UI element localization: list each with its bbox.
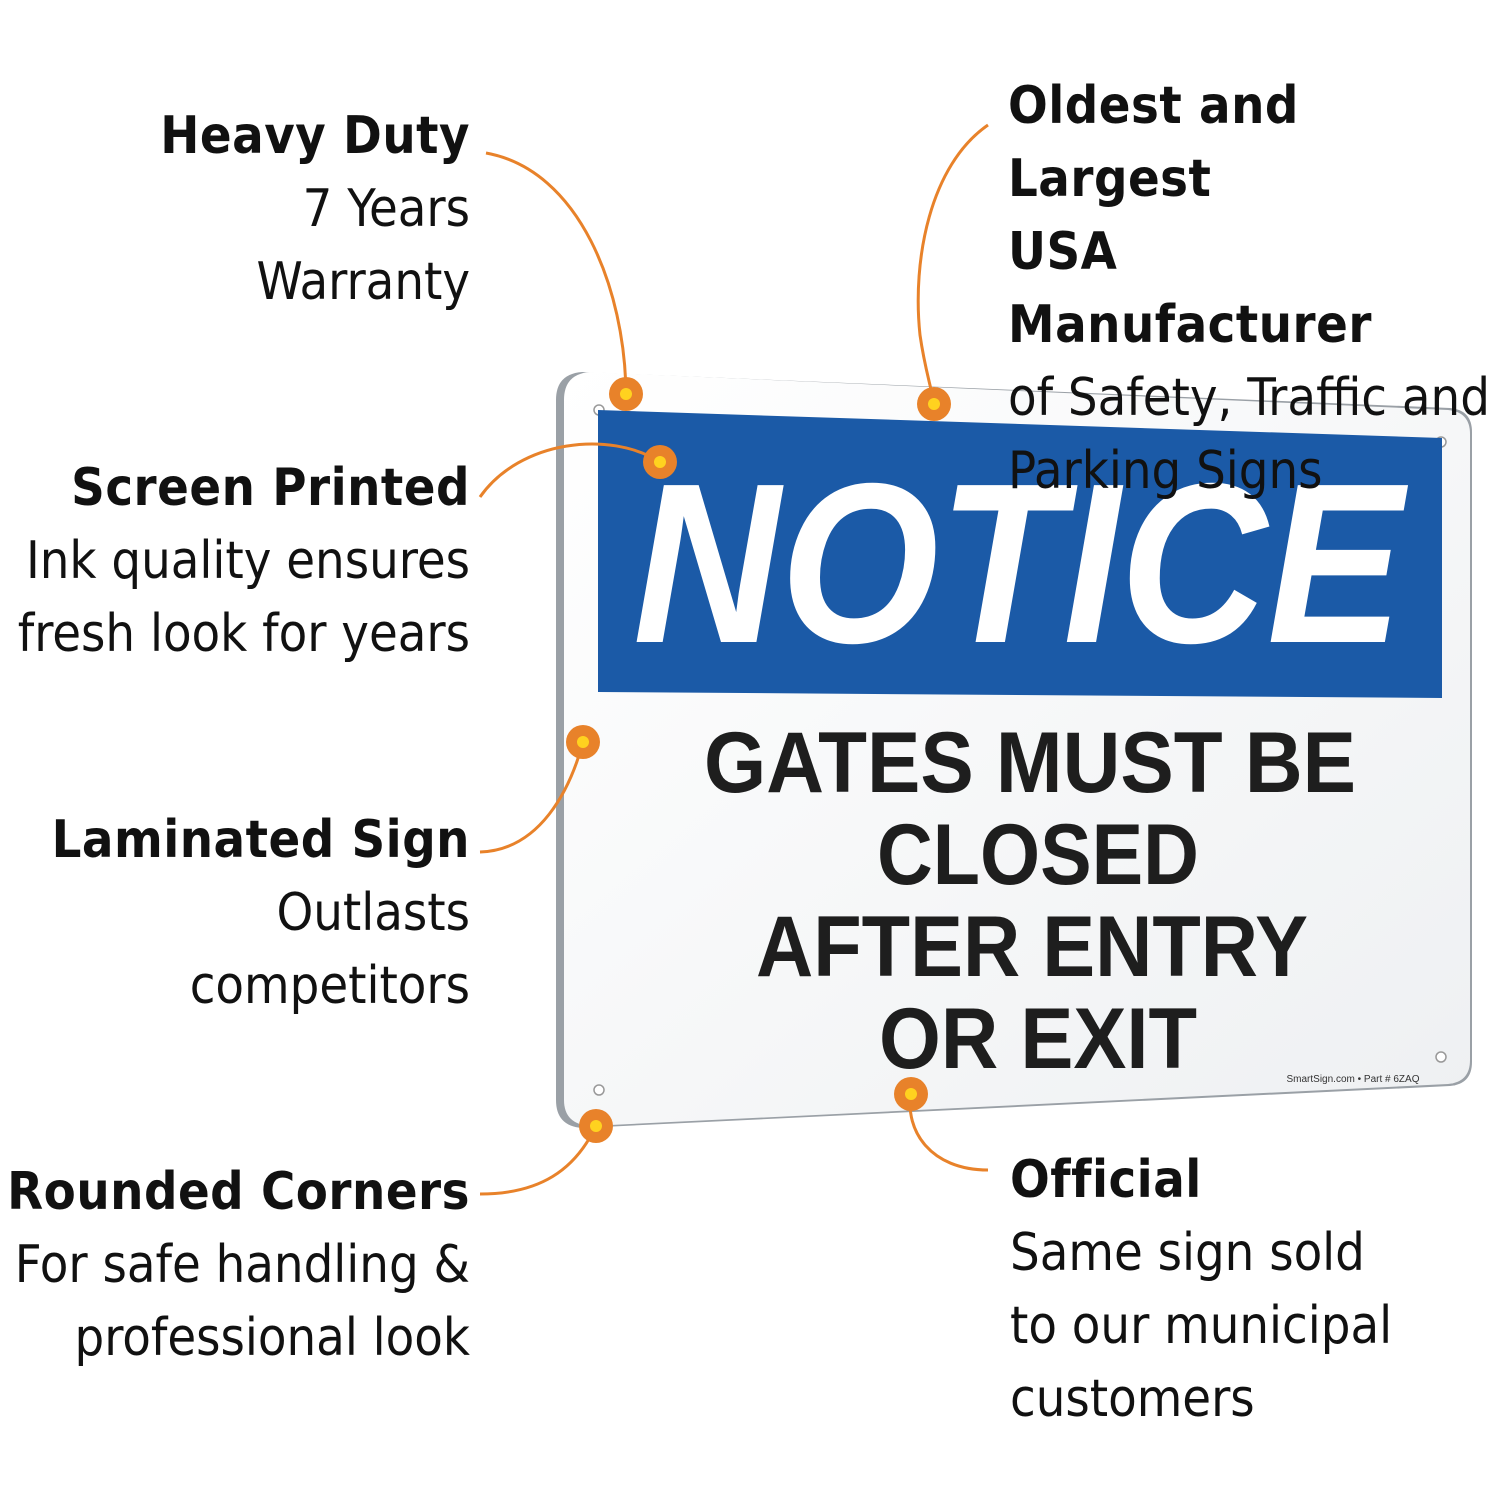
callout-line: competitors <box>189 956 470 1016</box>
connector-oldest <box>916 123 989 405</box>
callout-line: to our municipal <box>1010 1296 1393 1356</box>
callout-line: For safe handling & <box>14 1235 470 1295</box>
callout-oldest-largest: Oldest and Largest USA Manufacturer of S… <box>1008 70 1498 508</box>
callout-title: Official <box>1010 1150 1202 1210</box>
callout-official: Official Same sign sold to our municipal… <box>1010 1144 1490 1436</box>
callout-line: Outlasts <box>276 883 470 943</box>
callout-line: customers <box>1010 1369 1255 1429</box>
connector-rounded <box>479 1125 598 1196</box>
callout-title: Oldest and Largest <box>1008 76 1299 209</box>
sign-body-line-2: CLOSED <box>877 807 1199 903</box>
callout-title: Heavy Duty <box>160 106 470 166</box>
callout-title: Rounded Corners <box>7 1162 470 1222</box>
dot-screen-printed <box>643 445 677 479</box>
connector-heavy-duty <box>485 151 628 395</box>
callout-title: USA Manufacturer <box>1008 222 1372 355</box>
callout-rounded-corners: Rounded Corners For safe handling & prof… <box>0 1156 470 1375</box>
dot-official <box>894 1077 928 1111</box>
callout-title: Screen Printed <box>71 458 470 518</box>
callout-line: professional look <box>74 1308 470 1368</box>
connector-screen-printed <box>478 442 661 498</box>
callout-laminated-sign: Laminated Sign Outlasts competitors <box>40 804 470 1023</box>
mounting-hole-bottom-left <box>593 1084 605 1096</box>
sign-body-line-4: OR EXIT <box>879 991 1197 1087</box>
callout-line: of Safety, Traffic and <box>1008 368 1490 428</box>
sign-body-line-3: AFTER ENTRY <box>756 899 1308 995</box>
dot-oldest <box>917 387 951 421</box>
notice-header-text: NOTICE <box>633 437 1408 691</box>
callout-line: Parking Signs <box>1008 441 1323 501</box>
callout-title: Laminated Sign <box>51 810 470 870</box>
callout-line: Ink quality ensures <box>25 531 470 591</box>
connector-laminated <box>479 741 585 854</box>
callout-screen-printed: Screen Printed Ink quality ensures fresh… <box>0 452 470 671</box>
callout-line: Same sign sold <box>1010 1223 1365 1283</box>
callout-line: 7 Years <box>302 179 470 239</box>
callout-heavy-duty: Heavy Duty 7 Years Warranty <box>100 100 470 319</box>
sign-body-line-1: GATES MUST BE <box>704 715 1356 811</box>
callout-line: fresh look for years <box>17 604 470 664</box>
dot-laminated <box>566 725 600 759</box>
dot-heavy-duty <box>609 377 643 411</box>
sign-footer: SmartSign.com • Part # 6ZAQ <box>1287 1074 1420 1085</box>
mounting-hole-bottom-right <box>1435 1051 1447 1063</box>
notice-header-band <box>598 410 1442 698</box>
dot-rounded <box>579 1109 613 1143</box>
callout-line: Warranty <box>256 252 470 312</box>
